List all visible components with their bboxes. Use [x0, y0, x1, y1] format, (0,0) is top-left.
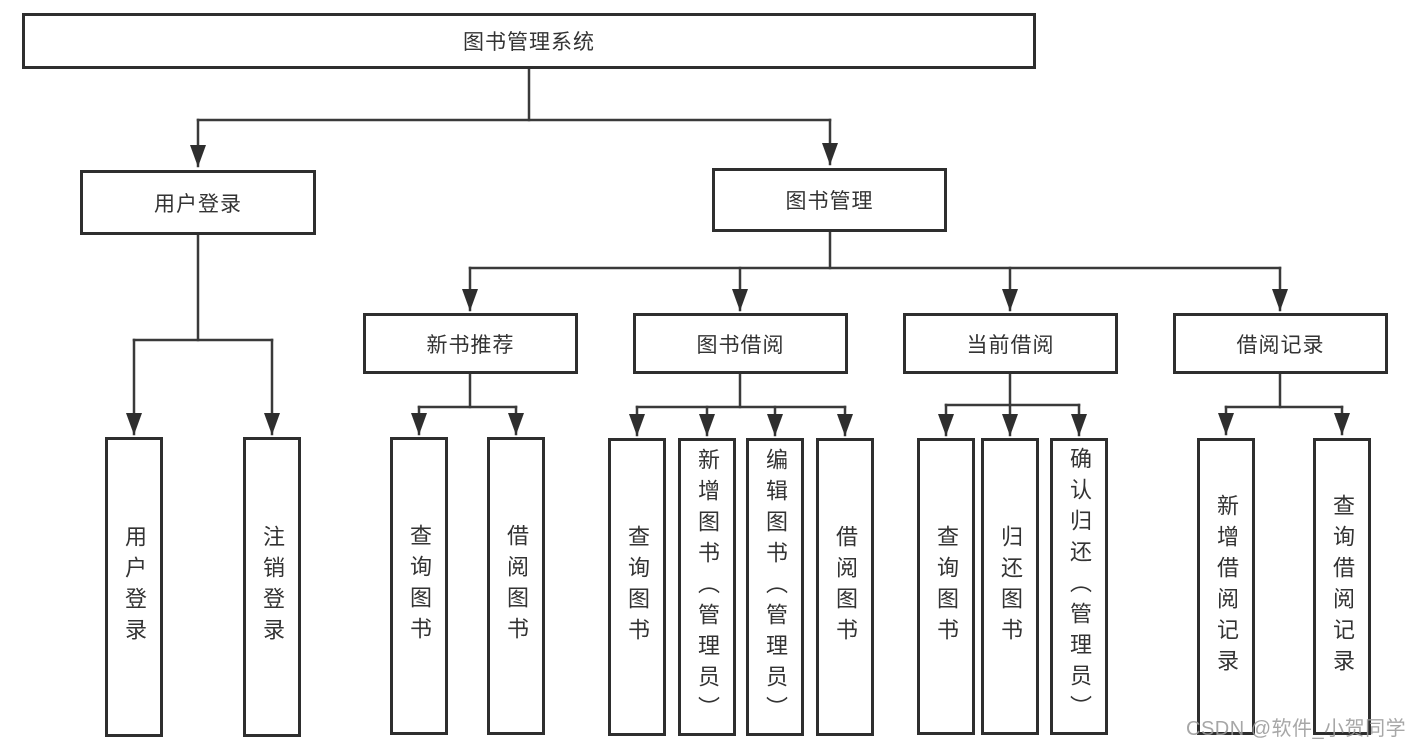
leaf-borrow-books-recommend: 借阅图书 [487, 437, 545, 735]
leaf-query-books-borrow: 查询图书 [608, 438, 666, 736]
leaf-add-borrow-record: 新增借阅记录 [1197, 438, 1255, 735]
leaf-logout: 注销登录 [243, 437, 301, 737]
node-borrow-records: 借阅记录 [1173, 313, 1388, 374]
leaf-query-books-current: 查询图书 [917, 438, 975, 735]
root-connector [190, 67, 838, 168]
book-management-connector [462, 230, 1288, 312]
book-borrow-connector [629, 372, 853, 437]
node-current-borrow: 当前借阅 [903, 313, 1118, 374]
node-library-management-system: 图书管理系统 [22, 13, 1036, 69]
leaf-user-login: 用户登录 [105, 437, 163, 737]
node-new-book-recommend: 新书推荐 [363, 313, 578, 374]
leaf-query-books-recommend: 查询图书 [390, 437, 448, 735]
node-book-management: 图书管理 [712, 168, 947, 232]
current-borrow-connector [938, 372, 1087, 437]
leaf-edit-books-admin: 编辑图书（管理员） [746, 438, 804, 736]
leaf-return-books: 归还图书 [981, 438, 1039, 735]
borrow-records-connector [1218, 372, 1350, 436]
leaf-add-books-admin: 新增图书（管理员） [678, 438, 736, 736]
node-book-borrow: 图书借阅 [633, 313, 848, 374]
watermark: CSDN @软件_小贺同学 [1186, 718, 1405, 740]
leaf-confirm-return-admin: 确认归还（管理员） [1050, 438, 1108, 735]
user-login-connector [126, 233, 280, 436]
new-book-recommend-connector [411, 372, 524, 436]
leaf-borrow-books-borrow: 借阅图书 [816, 438, 874, 736]
node-user-login: 用户登录 [80, 170, 316, 235]
leaf-query-borrow-record: 查询借阅记录 [1313, 438, 1371, 735]
